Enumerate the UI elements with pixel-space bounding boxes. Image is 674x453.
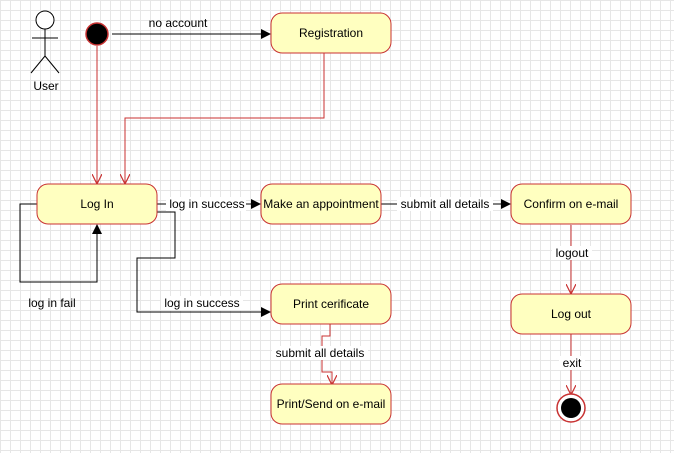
actor-label: User bbox=[33, 79, 58, 93]
svg-text:Print/Send on e-mail: Print/Send on e-mail bbox=[277, 397, 386, 411]
svg-text:Make an appointment: Make an appointment bbox=[263, 197, 379, 211]
label-login-success-2: log in success bbox=[164, 296, 239, 310]
state-logout: Log out bbox=[510, 293, 632, 335]
svg-text:Confirm on e-mail: Confirm on e-mail bbox=[524, 197, 619, 211]
label-submit-1: submit all details bbox=[401, 197, 490, 211]
label-login-fail: log in fail bbox=[28, 296, 75, 310]
label-no-account: no account bbox=[149, 16, 208, 30]
svg-text:Log In: Log In bbox=[80, 197, 113, 211]
label-bg-login-success-1 bbox=[166, 197, 246, 211]
label-exit: exit bbox=[563, 356, 582, 370]
state-appointment: Make an appointment bbox=[260, 183, 382, 225]
svg-text:Log out: Log out bbox=[551, 307, 592, 321]
label-bg-logout bbox=[552, 246, 592, 260]
edge-login-fail bbox=[19, 203, 102, 283]
final-node bbox=[556, 393, 586, 423]
label-bg-submit-1 bbox=[397, 197, 493, 211]
state-login: Log In bbox=[36, 183, 158, 225]
label-bg-submit-2 bbox=[272, 346, 368, 360]
state-print-certificate: Print cerificate bbox=[270, 283, 392, 325]
svg-text:Registration: Registration bbox=[299, 26, 363, 40]
svg-text:Print cerificate: Print cerificate bbox=[293, 297, 369, 311]
label-bg-login-success-2 bbox=[161, 296, 243, 310]
state-registration: Registration bbox=[270, 12, 392, 54]
initial-node bbox=[85, 22, 109, 46]
state-confirm: Confirm on e-mail bbox=[510, 183, 632, 225]
label-submit-2: submit all details bbox=[276, 346, 365, 360]
state-print-send: Print/Send on e-mail bbox=[270, 383, 392, 425]
label-login-success-1: log in success bbox=[169, 197, 244, 211]
label-logout: logout bbox=[556, 246, 589, 260]
user-actor-icon bbox=[30, 10, 60, 74]
edge-login-print bbox=[136, 211, 271, 317]
edge-registration-login bbox=[125, 53, 325, 183]
label-bg-exit bbox=[559, 356, 585, 370]
